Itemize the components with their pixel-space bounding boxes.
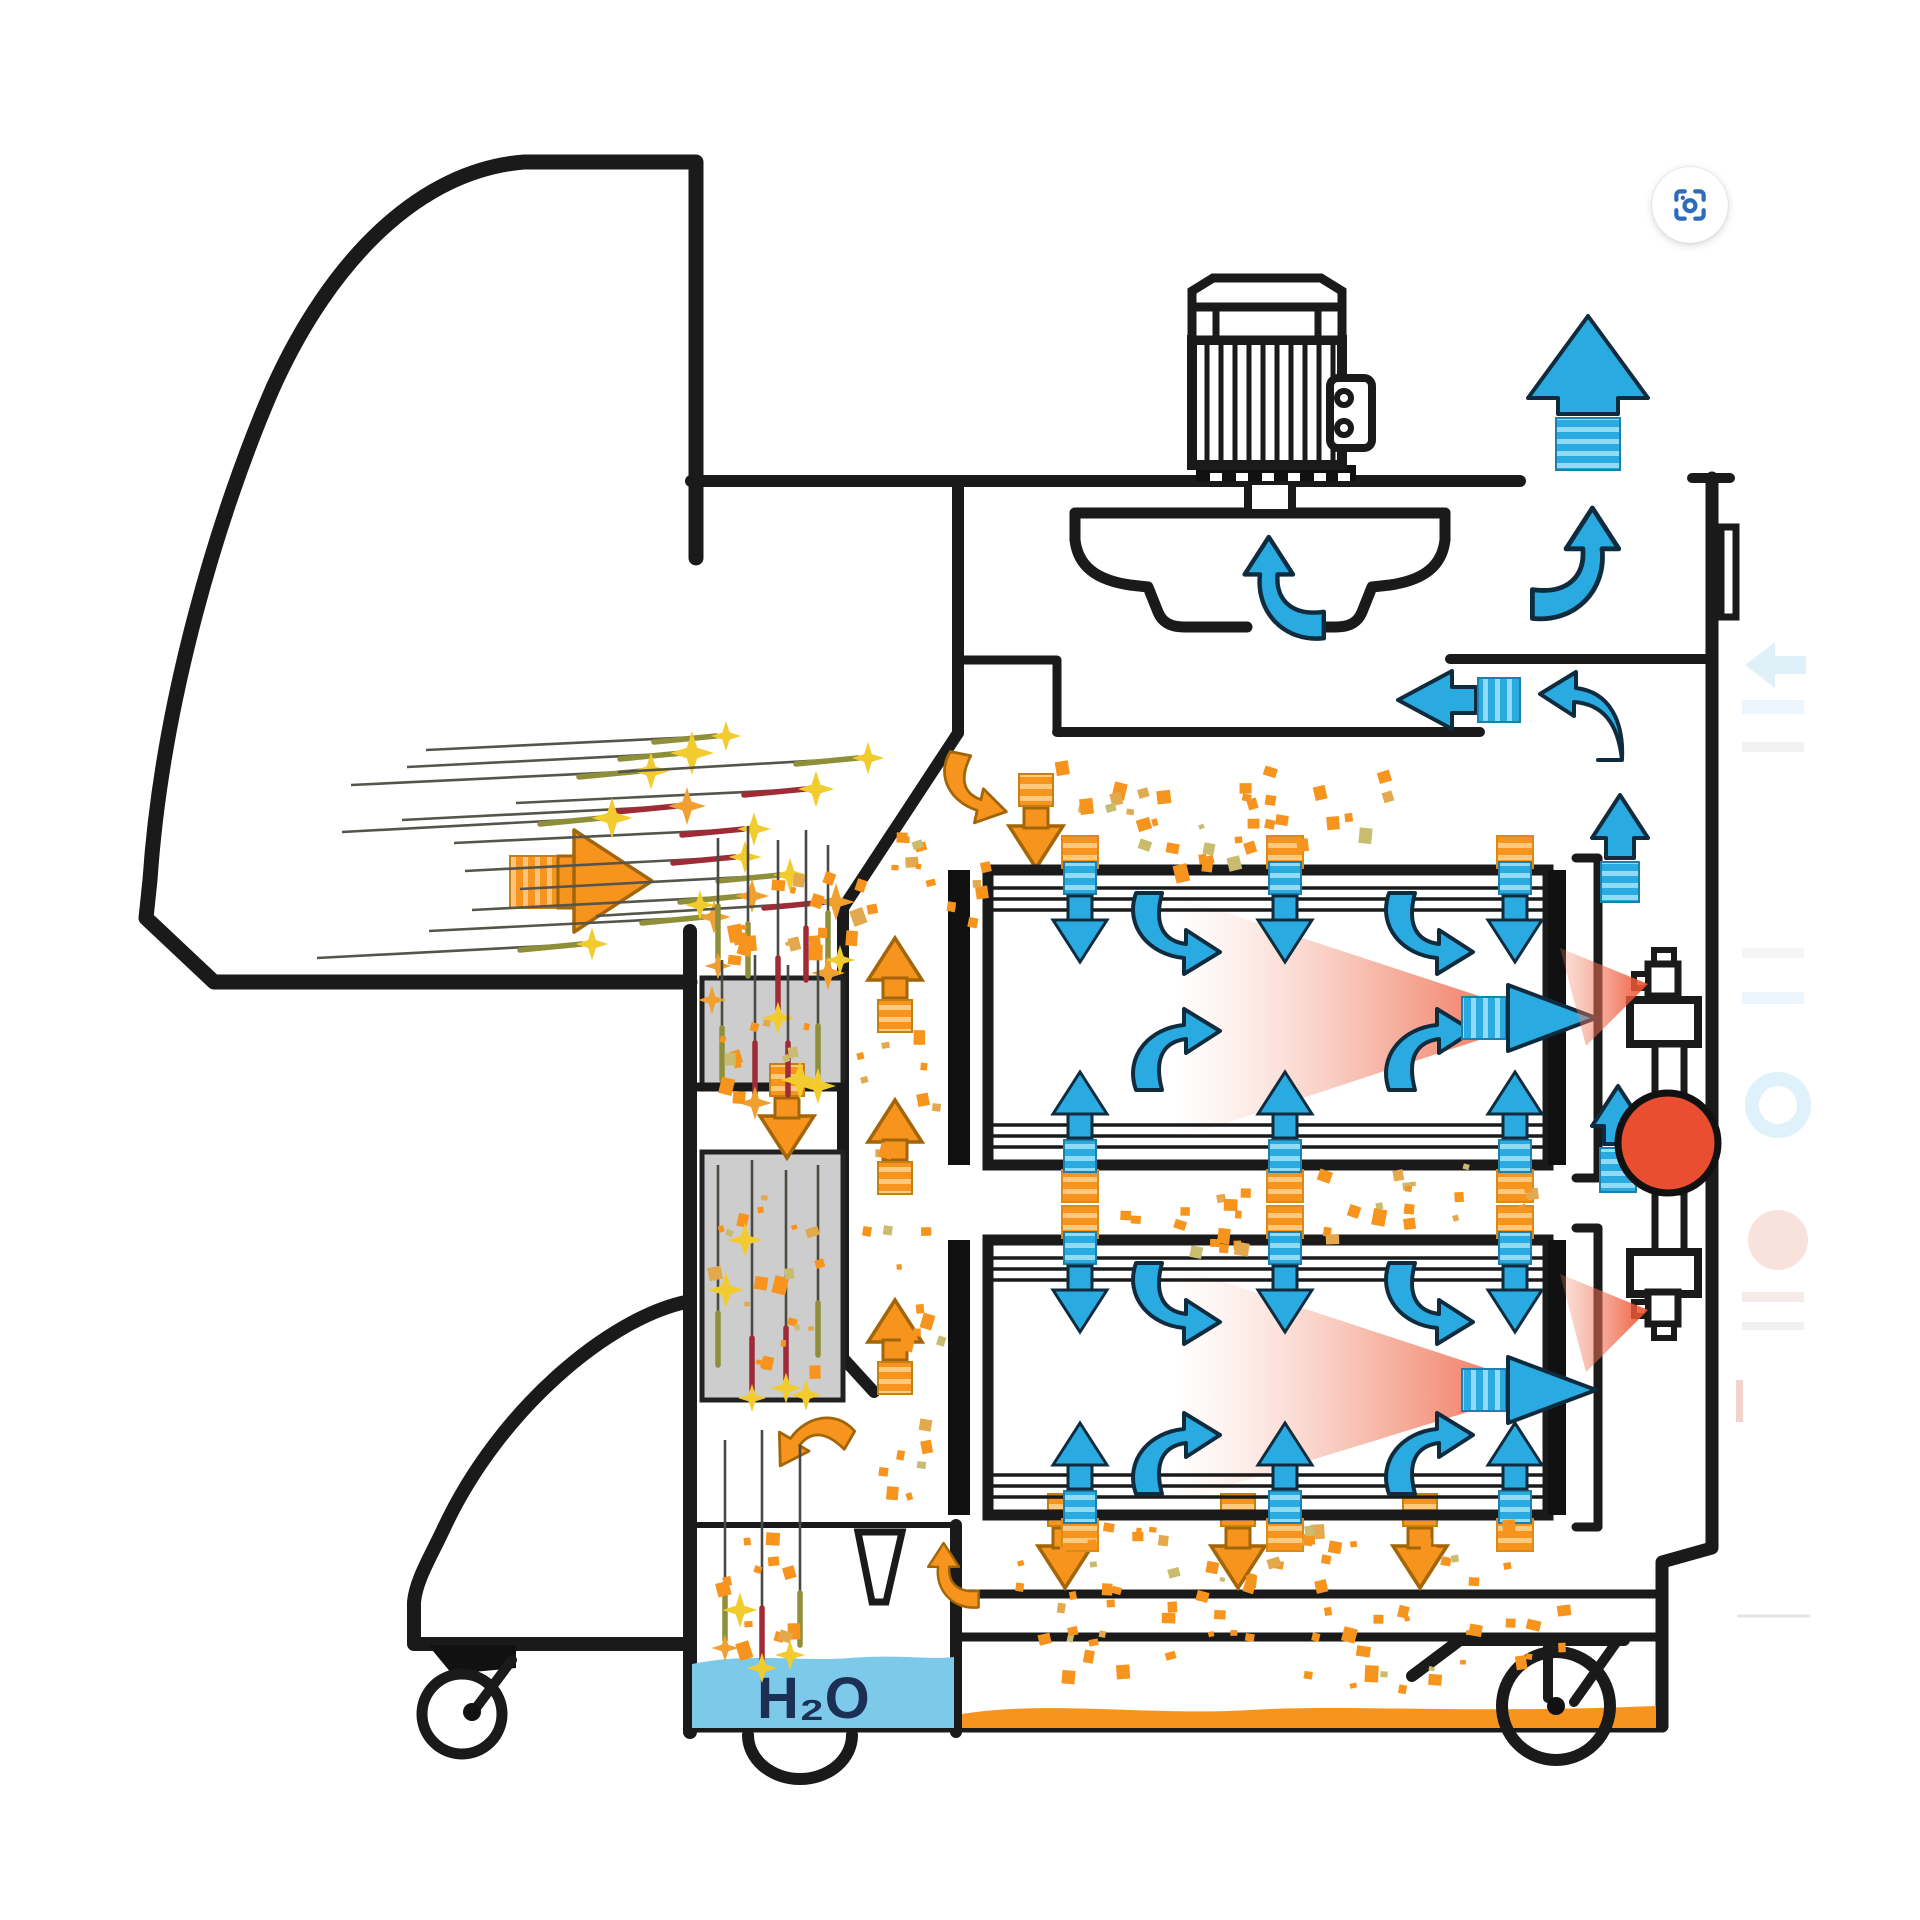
spark-stars — [685, 890, 855, 1671]
dust-settling-arrows — [1036, 1492, 1449, 1590]
dust-inlet-arrow — [509, 828, 654, 934]
ghost-preview — [1736, 642, 1811, 1618]
pulse-jet-cone — [1175, 1266, 1546, 1502]
pulse-jet-cone — [1175, 896, 1546, 1140]
pulse-valve-lower — [1626, 1248, 1702, 1298]
clean-air-exit-arrow — [1461, 1368, 1507, 1412]
pulse-valve-upper — [1626, 996, 1702, 1048]
filter-cartridge-upper — [948, 835, 1603, 1203]
exhaust-arrows — [1526, 314, 1650, 619]
pulse-jet-assembly — [1538, 670, 1722, 1372]
pulse-spray-lower — [1560, 1274, 1648, 1372]
left-caster — [416, 1645, 517, 1760]
pulse-nozzle-upper — [1644, 960, 1682, 1000]
image-search-lens-button[interactable] — [1652, 167, 1728, 243]
host-machine-outline — [138, 154, 704, 1760]
motor-junction-box — [1326, 374, 1376, 452]
spark-stream — [316, 720, 885, 961]
pulse-nozzle-lower — [1644, 1288, 1682, 1328]
compressed-air-tank-valve — [1614, 1089, 1722, 1197]
right-caster — [1406, 1634, 1630, 1766]
clean-air-exit-arrow — [1461, 996, 1507, 1040]
water-label: H₂O — [757, 1666, 870, 1731]
water-tank: H₂O — [687, 1519, 962, 1785]
falling-sparks — [704, 826, 846, 1684]
fan-scroll — [1069, 507, 1521, 731]
dust-tray — [957, 1589, 1661, 1642]
electric-motor — [1187, 273, 1376, 517]
pulse-spray-upper — [1560, 948, 1648, 1046]
dust-layer — [962, 1706, 1656, 1728]
camera-lens-icon — [1674, 189, 1706, 221]
filter-cartridge-lower — [948, 1205, 1603, 1552]
dust-particles — [707, 760, 1572, 1695]
